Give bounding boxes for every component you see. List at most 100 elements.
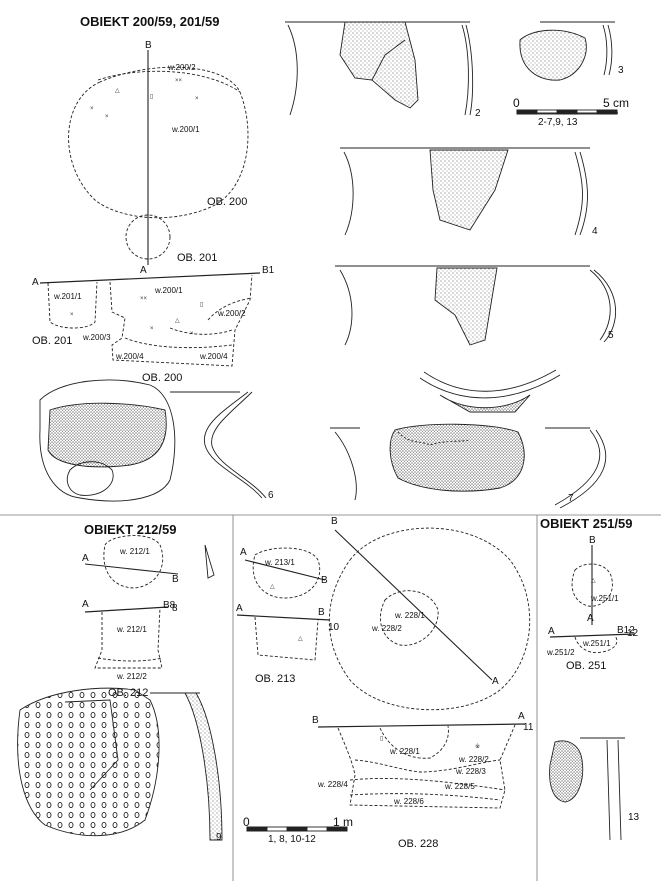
figure-number: 5 bbox=[608, 330, 614, 341]
label-a: A bbox=[236, 603, 243, 614]
figure-number: 4 bbox=[592, 226, 598, 237]
svg-text:×: × bbox=[190, 331, 194, 337]
scale-m-note: 1, 8, 10-12 bbox=[268, 834, 316, 845]
svg-text:×: × bbox=[70, 312, 74, 318]
layer-label: w.251/2 bbox=[547, 648, 575, 657]
figure-number: 7 bbox=[568, 493, 574, 504]
label-b: B bbox=[145, 40, 152, 51]
layer-label: w.200/3 bbox=[83, 333, 111, 342]
figure-number: 8 bbox=[172, 603, 178, 614]
figure-number: 10 bbox=[328, 622, 340, 633]
layer-label: w. 212/1 bbox=[117, 625, 147, 634]
label-b: B bbox=[318, 607, 325, 618]
feature-label: OB. 251 bbox=[566, 660, 607, 672]
label-a: A bbox=[587, 613, 594, 624]
layer-label: w.251/1 bbox=[591, 594, 619, 603]
label-a: A bbox=[518, 711, 525, 722]
figure-number: 11 bbox=[523, 722, 534, 733]
label-a: A bbox=[82, 599, 89, 610]
plan-ob213 bbox=[236, 547, 331, 661]
layer-label: w. 228/3 bbox=[456, 767, 486, 776]
plan-ob251 bbox=[549, 545, 636, 654]
section-ob200 bbox=[39, 272, 261, 367]
feature-label: OB. 200 bbox=[207, 196, 248, 208]
svg-text:△: △ bbox=[115, 88, 120, 94]
svg-text:△: △ bbox=[270, 584, 275, 590]
label-b: B bbox=[321, 575, 328, 586]
svg-text:×: × bbox=[150, 326, 154, 332]
layer-label: w.200/2 bbox=[168, 63, 196, 72]
layer-label: w. 228/2 bbox=[372, 624, 402, 633]
label-b: B bbox=[312, 715, 319, 726]
svg-text:▯: ▯ bbox=[150, 94, 153, 100]
label-a: A bbox=[492, 676, 499, 687]
svg-text:△: △ bbox=[591, 578, 596, 584]
label-a: A bbox=[240, 547, 247, 558]
label-b8: B8 bbox=[163, 600, 176, 611]
vessel-2 bbox=[285, 21, 474, 116]
svg-text:▯: ▯ bbox=[380, 736, 383, 742]
layer-label: w. 212/1 bbox=[120, 547, 150, 556]
label-a: A bbox=[548, 626, 555, 637]
label-b: B bbox=[172, 574, 179, 585]
title-ob200-201: OBIEKT 200/59, 201/59 bbox=[80, 14, 220, 29]
layer-label: w. 228/5 bbox=[445, 782, 475, 791]
svg-text:※: ※ bbox=[475, 743, 480, 750]
feature-label: OB. 212 bbox=[108, 687, 149, 699]
label-b12: B12 bbox=[617, 625, 635, 636]
fragment-6 bbox=[39, 379, 267, 502]
svg-text:××: ×× bbox=[140, 296, 148, 302]
layer-label: w. 228/2 bbox=[459, 755, 489, 764]
scale-cm-note: 2-7,9, 13 bbox=[538, 117, 578, 128]
title-ob212: OBIEKT 212/59 bbox=[84, 522, 177, 537]
plan-ob228 bbox=[328, 527, 531, 711]
fragment-9 bbox=[17, 687, 223, 841]
svg-text:△: △ bbox=[298, 636, 303, 642]
layer-label: w. 228/1 bbox=[390, 747, 420, 756]
feature-label: OB. 213 bbox=[255, 673, 296, 685]
section-ob228 bbox=[317, 723, 526, 809]
figure-number: 3 bbox=[618, 65, 624, 76]
scale-cm-end: 5 cm bbox=[603, 96, 630, 110]
fragment-13 bbox=[549, 737, 625, 841]
layer-label: w. 212/2 bbox=[117, 672, 147, 681]
label-b1: B1 bbox=[262, 265, 275, 276]
label-a: A bbox=[82, 553, 89, 564]
svg-text:△: △ bbox=[175, 318, 180, 324]
layer-label: w.200/4 bbox=[116, 352, 144, 361]
label-a: A bbox=[140, 265, 147, 276]
vessel-5 bbox=[335, 265, 616, 346]
feature-label: OB. 201 bbox=[32, 335, 73, 347]
plan-ob200 bbox=[68, 50, 249, 265]
figure-number: 6 bbox=[268, 490, 274, 501]
layer-label: w. 213/1 bbox=[265, 558, 295, 567]
feature-label: OB. 228 bbox=[398, 838, 439, 850]
figure-number: 2 bbox=[475, 108, 481, 119]
svg-text:▯: ▯ bbox=[200, 302, 203, 308]
svg-text:×: × bbox=[195, 96, 199, 102]
layer-label: w.200/4 bbox=[200, 352, 228, 361]
svg-text:×: × bbox=[90, 106, 94, 112]
layer-label: w. 228/4 bbox=[318, 780, 348, 789]
title-ob251: OBIEKT 251/59 bbox=[540, 516, 633, 531]
figure-number: 9 bbox=[216, 832, 222, 843]
svg-text:××: ×× bbox=[175, 78, 183, 84]
label-a: A bbox=[32, 277, 39, 288]
scale-bar-m bbox=[246, 826, 348, 832]
layer-label: w.201/1 bbox=[54, 292, 82, 301]
scale-cm-start: 0 bbox=[513, 96, 520, 110]
layer-label: w. 228/6 bbox=[394, 797, 424, 806]
feature-label: OB. 201 bbox=[177, 252, 218, 264]
scale-m-start: 0 bbox=[243, 815, 250, 829]
layer-label: w.200/1 bbox=[172, 125, 200, 134]
label-b: B bbox=[589, 535, 596, 546]
plan-ob201 bbox=[125, 214, 171, 260]
layer-label: w.200/1 bbox=[155, 286, 183, 295]
feature-label: OB. 200 bbox=[142, 372, 183, 384]
layer-label: w.200/2 bbox=[218, 309, 246, 318]
scale-bar-cm bbox=[516, 109, 618, 115]
vessel-4 bbox=[340, 147, 590, 236]
layer-label: w.251/1 bbox=[583, 639, 611, 648]
scale-m-end: 1 m bbox=[333, 815, 354, 829]
